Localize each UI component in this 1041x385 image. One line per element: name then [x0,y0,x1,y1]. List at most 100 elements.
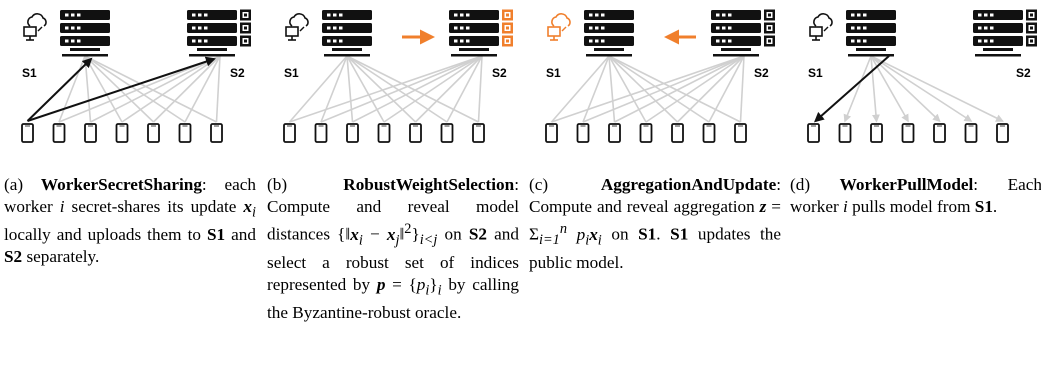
upload-line [289,55,483,123]
pull-line [870,55,973,122]
smartphone-icon [314,123,328,143]
upload-line [320,55,483,123]
upload-line [608,55,616,123]
server-label-s2: S2 [754,66,769,80]
upload-line [346,55,417,123]
server-label-s1: S1 [22,66,37,80]
cloud-computer-icon [551,13,571,27]
server-label-s2: S2 [1016,66,1031,80]
connection-lines [58,55,221,123]
smartphone-icon [901,123,915,143]
server-rack-icon [973,36,1023,46]
smartphone-icon [545,123,558,143]
panel-a: S1 S2 [21,9,251,143]
connection-lines [550,55,745,123]
server-rack-icon [187,10,237,20]
smartphone-icon [178,123,192,143]
smartphone-icon [933,123,946,143]
caption-c: (c) AggregationAndUpdate: Compute and re… [529,175,782,272]
upload-line [477,55,483,123]
smartphone-icon [52,123,66,143]
upload-line [346,55,385,123]
smartphone-icon [84,123,97,143]
server-rack-icon [449,23,499,33]
server-rack-icon [584,23,634,33]
caption-d: (d) WorkerPullModel: Each worker i pulls… [790,175,1041,217]
smartphone-icon [734,123,747,143]
upload-line [215,55,221,123]
smartphone-icon [671,123,684,143]
upload-line [446,55,483,123]
upload-line [582,55,745,123]
server-rack-icon [846,10,896,20]
upload-line [352,55,483,123]
upload-arrow-s1 [26,57,93,122]
upload-line [383,55,483,123]
upload-line [346,55,479,123]
smartphone-icon [838,123,852,143]
upload-line [645,55,745,123]
server-rack-icon [60,10,110,20]
smartphone-icon [377,123,391,143]
upload-line [614,55,745,123]
cloud-computer-icon [27,13,47,27]
smartphone-icon [409,123,422,143]
server-label-s2: S2 [230,66,245,80]
upload-line [414,55,483,123]
caption-b: (b) RobustWeightSelection: Compute and r… [267,175,519,322]
upload-line [550,55,610,123]
smartphone-icon [283,123,296,143]
cloud-computer-icon [813,13,833,27]
upload-line [346,55,354,123]
server-rack-icon [711,10,761,20]
server-rack-icon [449,36,499,46]
upload-line [184,55,221,123]
server-rack-icon [711,23,761,33]
upload-line [608,55,741,123]
upload-line [708,55,745,123]
upload-line [90,55,221,123]
smartphone-icon [702,123,716,143]
smartphone-icon [608,123,621,143]
cloud-computer-icon [289,13,309,27]
server-rack-icon [973,10,1023,20]
server-label-s2: S2 [492,66,507,80]
smartphone-icon [639,123,653,143]
smartphone-icon [472,123,485,143]
connection-lines [288,55,483,123]
server-rack-icon [584,36,634,46]
server-rack-icon [187,36,237,46]
smartphone-icon [870,123,883,143]
smartphone-icon [115,123,129,143]
server-rack-icon [973,23,1023,33]
upload-arrow-s2 [27,56,216,122]
server-rack-icon [322,36,372,46]
pull-line [843,55,872,123]
upload-line [608,55,679,123]
server-rack-icon [60,23,110,33]
upload-line [152,55,221,123]
upload-line [582,55,610,123]
connection-lines [843,55,1004,123]
upload-line [739,55,745,123]
smartphone-icon [964,123,978,143]
upload-line [346,55,448,123]
upload-line [608,55,647,123]
panel-c: S1 S2 [545,9,775,143]
smartphone-icon [576,123,590,143]
server-rack-icon [322,10,372,20]
smartphone-icon [996,123,1009,143]
smartphone-icon [147,123,160,143]
server-rack-icon [187,23,237,33]
upload-line [608,55,710,123]
smartphone-icon [21,123,34,143]
server-rack-icon [322,23,372,33]
upload-line [84,55,186,123]
server-label-s1: S1 [546,66,561,80]
pull-line [870,55,941,123]
server-rack-icon [711,36,761,46]
upload-line [551,55,745,123]
server-rack-icon [449,10,499,20]
